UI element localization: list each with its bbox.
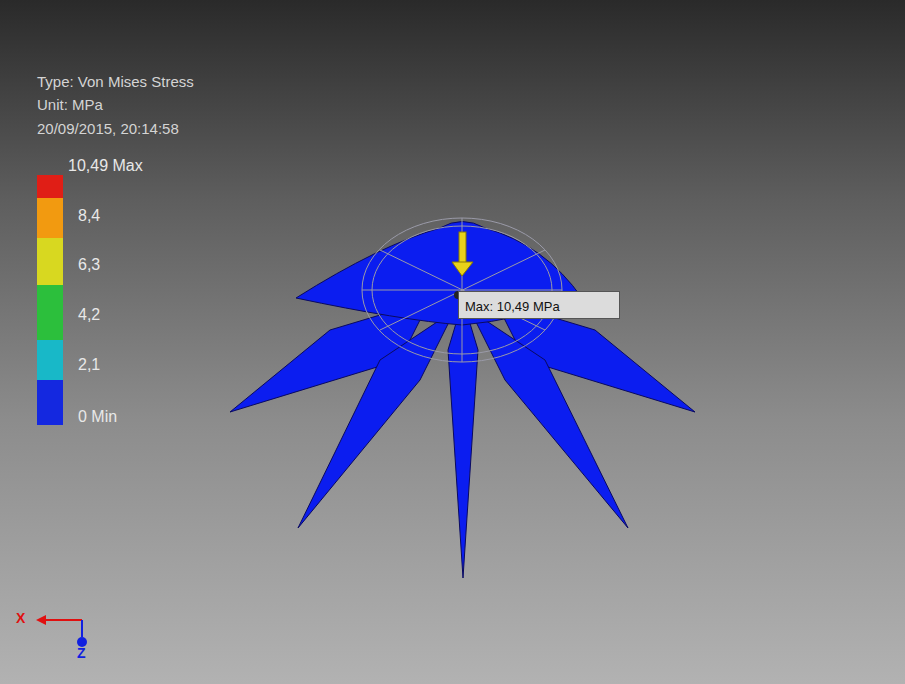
legend-value: 0 Min [78, 408, 117, 426]
legend-value: 2,1 [78, 356, 100, 374]
callout-box: Max: 10,49 MPa [458, 291, 620, 319]
timestamp: 20/09/2015, 20:14:58 [37, 120, 179, 137]
legend-value: 10,49 Max [68, 157, 143, 175]
result-unit: Unit: MPa [37, 96, 103, 113]
axis-label: Z [77, 645, 86, 661]
result-type: Type: Von Mises Stress [37, 73, 194, 90]
legend-swatch [37, 198, 63, 238]
load-arrow [452, 232, 473, 276]
legend-swatch [37, 285, 63, 340]
callout-text: Max: 10,49 MPa [465, 299, 560, 314]
axis-label: X [16, 610, 25, 626]
legend-swatch [37, 175, 63, 198]
legend-value: 6,3 [78, 256, 100, 274]
legend-swatch [37, 340, 63, 380]
axis-triad [36, 615, 87, 647]
legend-value: 8,4 [78, 207, 100, 225]
legend-swatch [37, 380, 63, 425]
legend-value: 4,2 [78, 306, 100, 324]
legend-swatch [37, 238, 63, 285]
